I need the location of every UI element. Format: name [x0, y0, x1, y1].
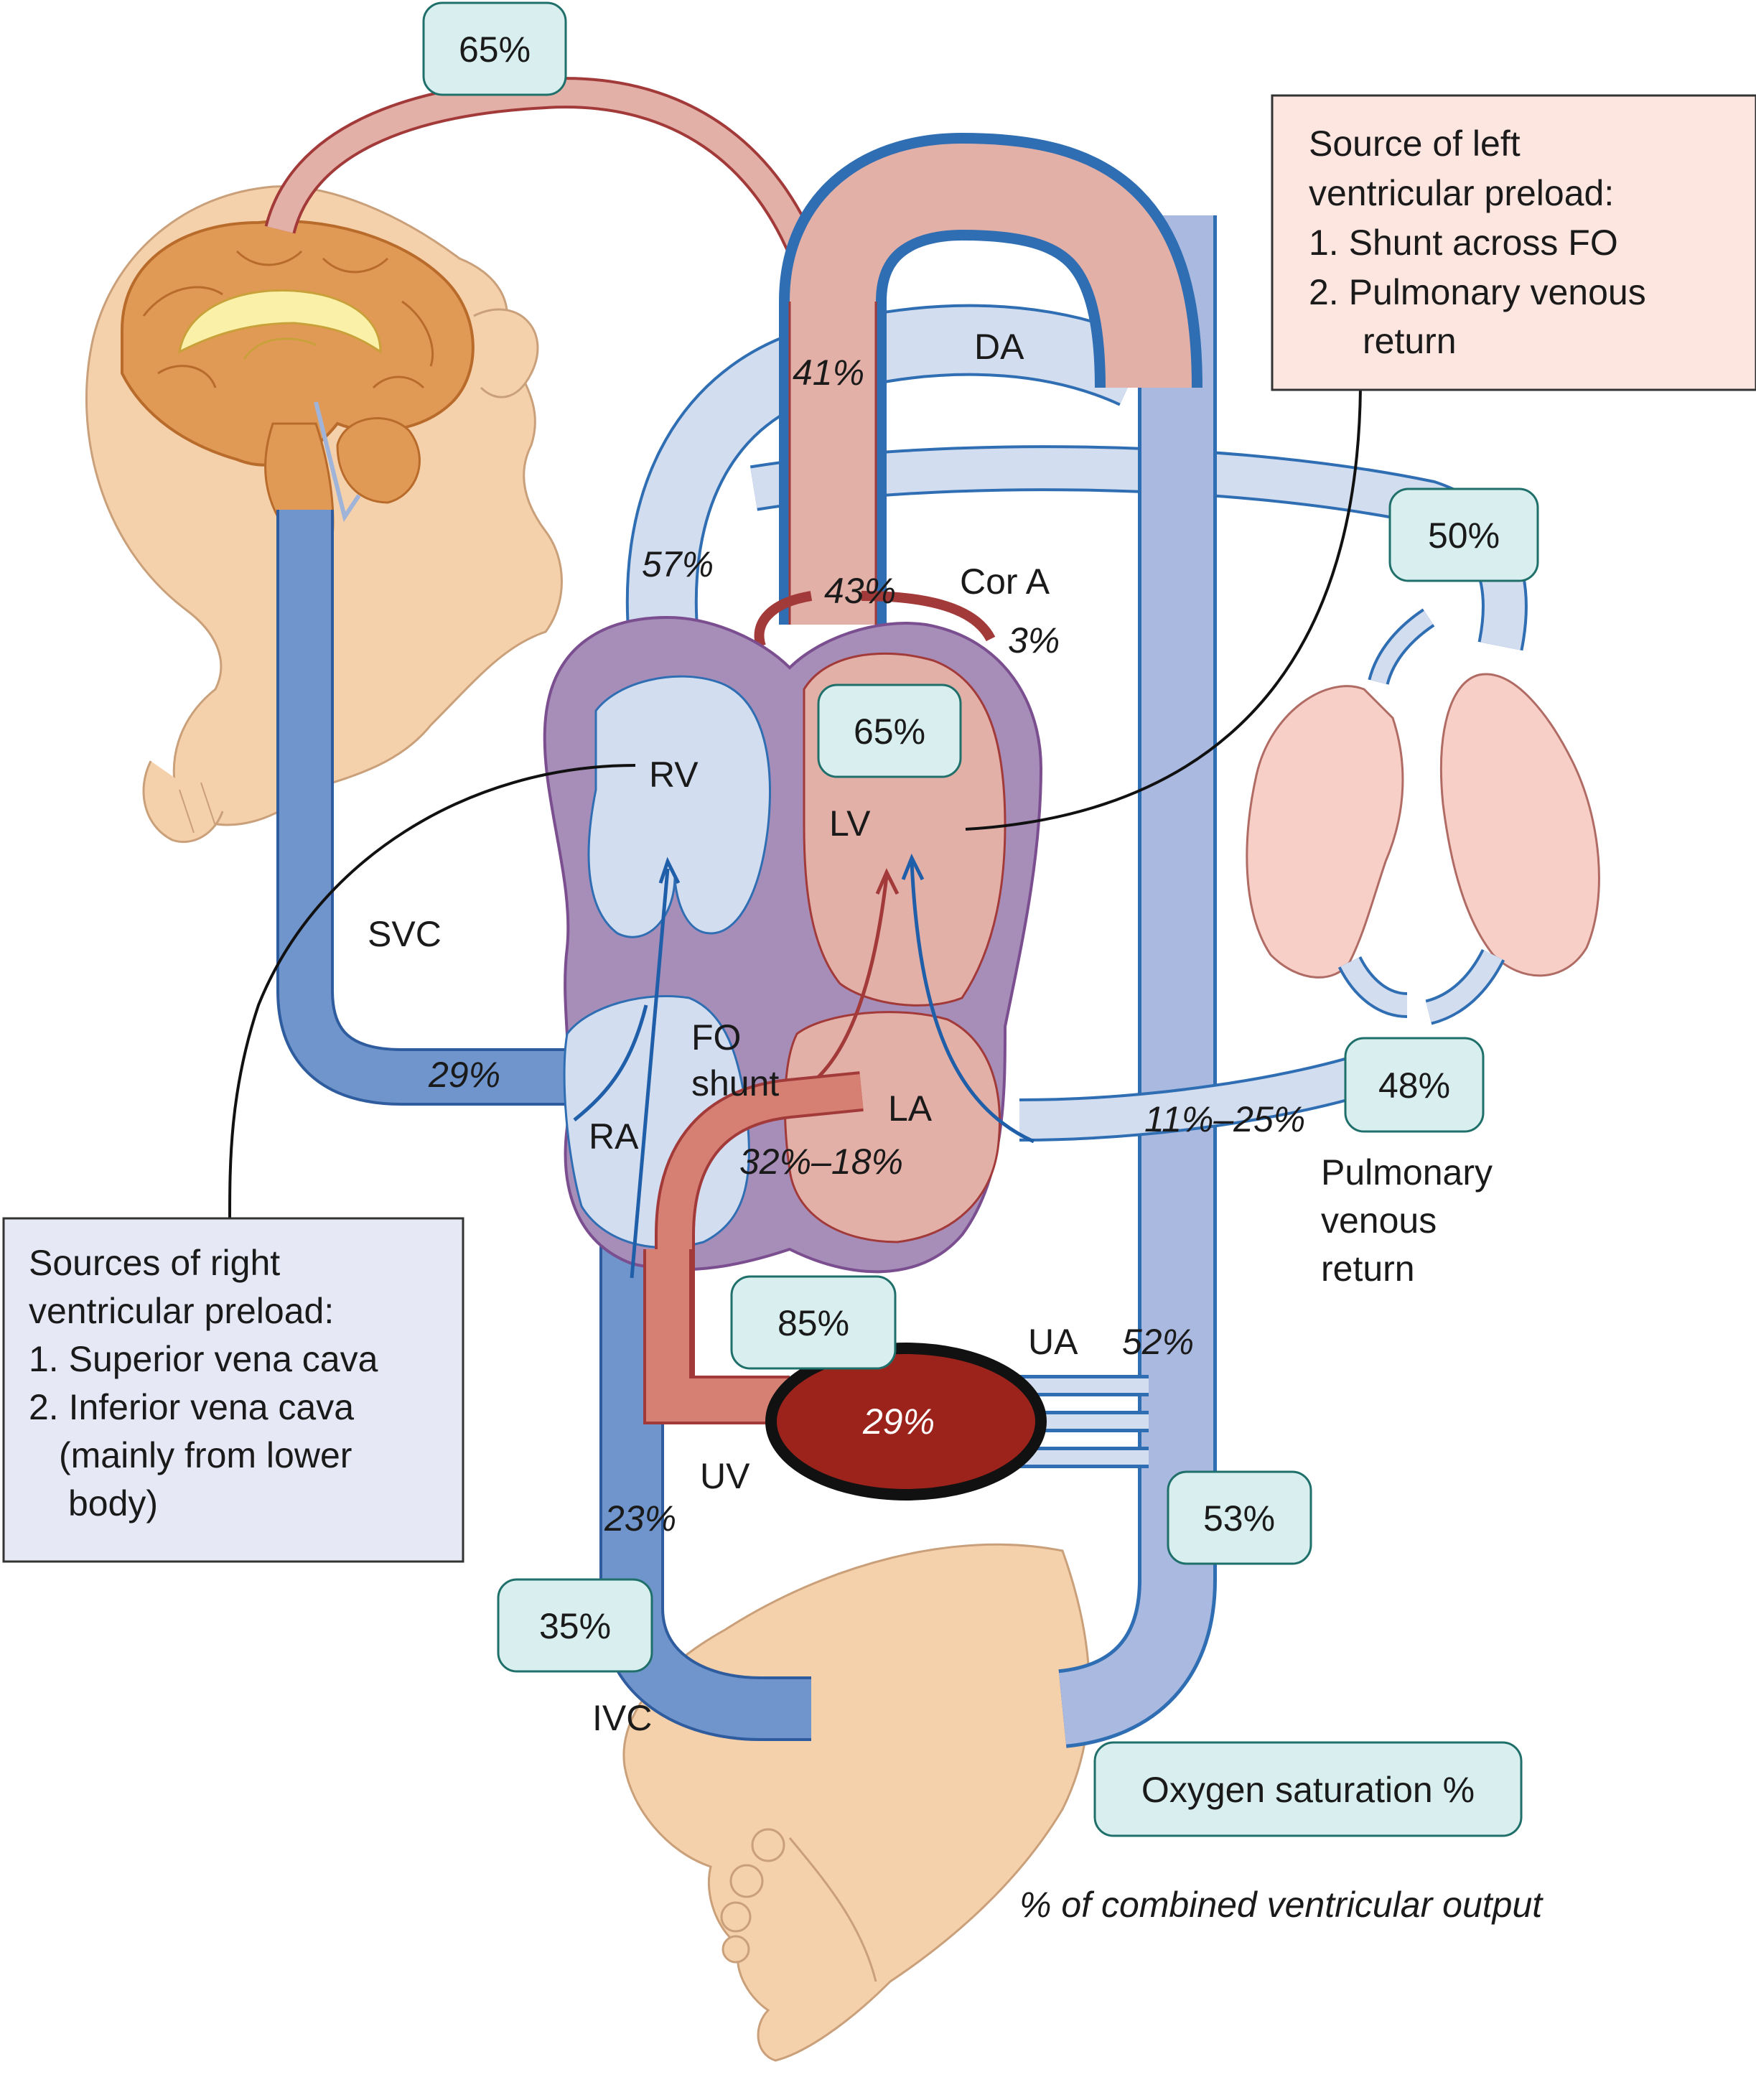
svg-text:50%: 50% [1428, 515, 1500, 556]
label-svc: SVC [368, 914, 442, 954]
legend-output: % of combined ventricular output [1019, 1885, 1543, 1925]
label-ra: RA [589, 1116, 639, 1157]
right-box-line5: (mainly from lower [59, 1435, 352, 1475]
flow-svc: 29% [428, 1055, 500, 1095]
svg-text:65%: 65% [459, 29, 531, 70]
right-box-line1: Sources of right [29, 1243, 280, 1283]
flow-pa: 57% [642, 544, 714, 584]
svg-text:65%: 65% [854, 711, 925, 752]
left-box-line2: ventricular preload: [1309, 173, 1614, 213]
right-preload-leader [228, 764, 636, 1221]
flow-coronary: 3% [1008, 620, 1060, 661]
label-da: DA [974, 327, 1024, 367]
label-ua: UA [1028, 1322, 1078, 1362]
svg-text:35%: 35% [539, 1606, 611, 1646]
flow-fo: 32%–18% [739, 1142, 903, 1182]
left-preload-leader [965, 387, 1362, 831]
label-pulmonary: Pulmonary [1321, 1152, 1493, 1193]
right-box-line2: ventricular preload: [29, 1291, 334, 1331]
flow-pulmonary-venous: 11%–25% [1144, 1099, 1305, 1139]
legend-saturation: Oxygen saturation % [1093, 1741, 1523, 1837]
left-box-line4: 2. Pulmonary venous [1309, 272, 1646, 312]
coronary-artery [754, 591, 996, 648]
right-box-line3: 1. Superior vena cava [29, 1339, 378, 1379]
left-box-line1: Source of left [1309, 123, 1521, 164]
label-uv: UV [700, 1456, 750, 1496]
right-preload-box: Sources of right ventricular preload: 1.… [2, 1217, 464, 1563]
flow-ua: 52% [1122, 1322, 1194, 1362]
saturation-ivc: 35% [497, 1578, 653, 1673]
label-lv: LV [829, 803, 871, 844]
label-shunt: shunt [691, 1063, 779, 1103]
label-return: return [1321, 1249, 1415, 1289]
left-box-line5: return [1363, 321, 1457, 361]
right-box-line6: body) [68, 1483, 158, 1523]
label-venous: venous [1321, 1200, 1437, 1241]
svg-text:48%: 48% [1378, 1065, 1450, 1106]
saturation-descending-aorta: 53% [1167, 1470, 1312, 1565]
placenta [765, 1343, 1047, 1501]
label-la: LA [888, 1088, 933, 1129]
saturation-lv: 65% [817, 683, 962, 778]
right-box-line4: 2. Inferior vena cava [29, 1387, 354, 1427]
saturation-lung-artery: 50% [1388, 487, 1539, 582]
flow-ivc: 23% [604, 1498, 676, 1539]
lungs [1246, 673, 1600, 1025]
left-box-line3: 1. Shunt across FO [1309, 223, 1618, 263]
saturation-pulmonary-vein: 48% [1344, 1037, 1485, 1133]
saturation-head: 65% [422, 1, 567, 96]
svg-text:53%: 53% [1203, 1498, 1275, 1539]
flow-da: 41% [793, 353, 864, 393]
flow-aorta: 43% [824, 571, 896, 611]
label-fo: FO [691, 1017, 741, 1058]
label-rv: RV [649, 755, 699, 795]
label-cor-a: Cor A [960, 561, 1050, 602]
svg-text:85%: 85% [777, 1303, 849, 1343]
svg-text:Oxygen saturation %: Oxygen saturation % [1141, 1770, 1475, 1810]
left-preload-box: Source of left ventricular preload: 1. S… [1271, 94, 1756, 391]
flow-arrows [573, 853, 1035, 1279]
saturation-umbilical-vein: 85% [730, 1275, 897, 1370]
label-ivc: IVC [592, 1698, 652, 1738]
flow-placenta: 29% [862, 1401, 935, 1442]
